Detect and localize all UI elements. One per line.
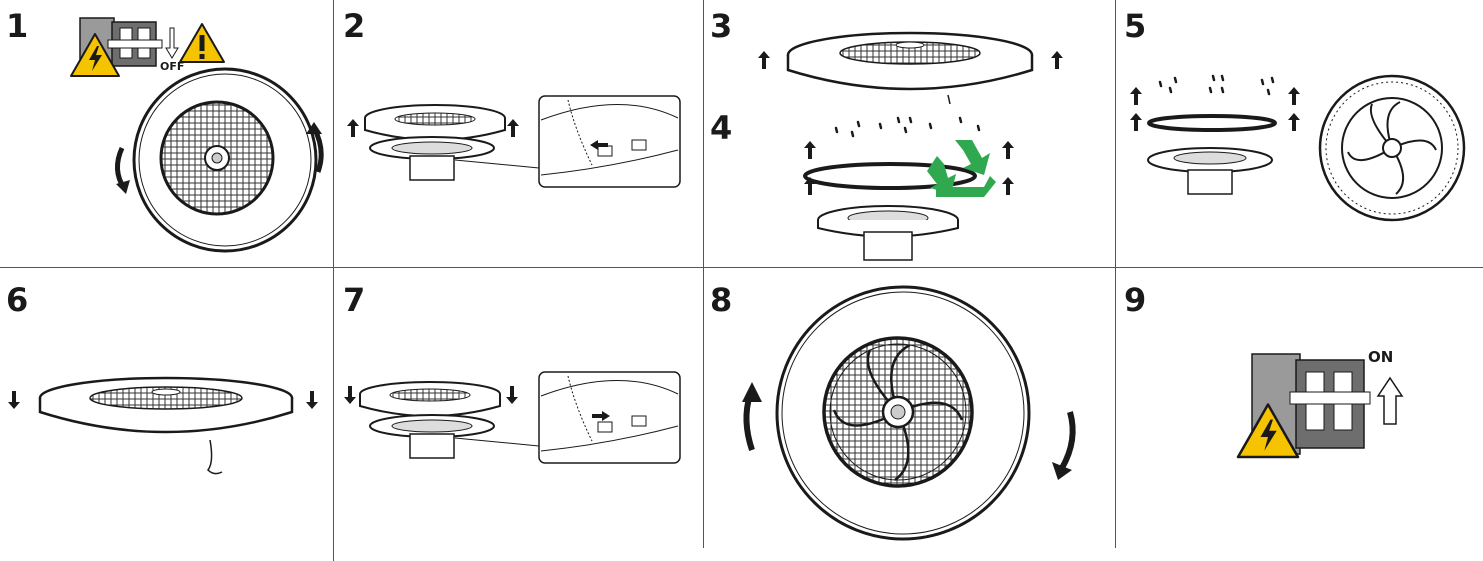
switch-off-label: OFF <box>160 60 185 73</box>
step5-fan-underside <box>1318 74 1466 222</box>
step-number-2: 2 <box>343 7 366 45</box>
step3-cover-lift <box>786 31 1034 105</box>
arrow-up-icon <box>1002 141 1014 159</box>
step-number-5: 5 <box>1124 7 1147 45</box>
divider-v1 <box>333 0 334 561</box>
arrow-up-icon <box>804 141 816 159</box>
step-number-8: 8 <box>710 281 733 319</box>
step9-switch-on <box>1251 353 1404 455</box>
caution-warning-icon <box>179 23 225 63</box>
step-number-4: 4 <box>710 109 733 147</box>
arrow-up-icon <box>1051 51 1063 69</box>
step-number-1: 1 <box>6 7 29 45</box>
arrow-up-icon <box>1130 87 1142 105</box>
step7-detail-inset <box>454 371 681 464</box>
step-number-3: 3 <box>710 7 733 45</box>
arrow-down-icon <box>344 386 356 404</box>
step7-cover-lower <box>359 381 501 459</box>
switch-on-label: ON <box>1368 348 1394 366</box>
arrow-up-icon <box>347 119 359 137</box>
step5-ring-removal <box>1147 74 1277 195</box>
step-number-7: 7 <box>343 281 366 319</box>
arrow-down-icon <box>306 391 318 409</box>
arrow-up-icon <box>1288 113 1300 131</box>
divider-v2 <box>703 0 704 548</box>
step2-detail-inset <box>454 95 681 188</box>
arrow-up-icon <box>1002 177 1014 195</box>
arrow-up-icon <box>1288 87 1300 105</box>
recycle-icon <box>927 140 996 197</box>
step1-fan-front <box>132 67 318 253</box>
step-number-9: 9 <box>1124 281 1147 319</box>
step8-fan-front <box>775 285 1031 541</box>
step-number-6: 6 <box>6 281 29 319</box>
arrow-up-icon <box>507 119 519 137</box>
arrow-down-icon <box>506 386 518 404</box>
arrow-down-icon <box>8 391 20 409</box>
arrow-up-icon <box>1130 113 1142 131</box>
divider-v3 <box>1115 0 1116 548</box>
divider-h <box>0 267 1483 268</box>
arrow-up-icon <box>758 51 770 69</box>
rotate-arrow-icon <box>743 394 755 451</box>
step2-cover-lift <box>364 104 506 181</box>
step4-ring-removal <box>803 116 981 261</box>
rotate-arrow-icon <box>1059 411 1076 470</box>
step6-cover-lower <box>38 376 294 475</box>
